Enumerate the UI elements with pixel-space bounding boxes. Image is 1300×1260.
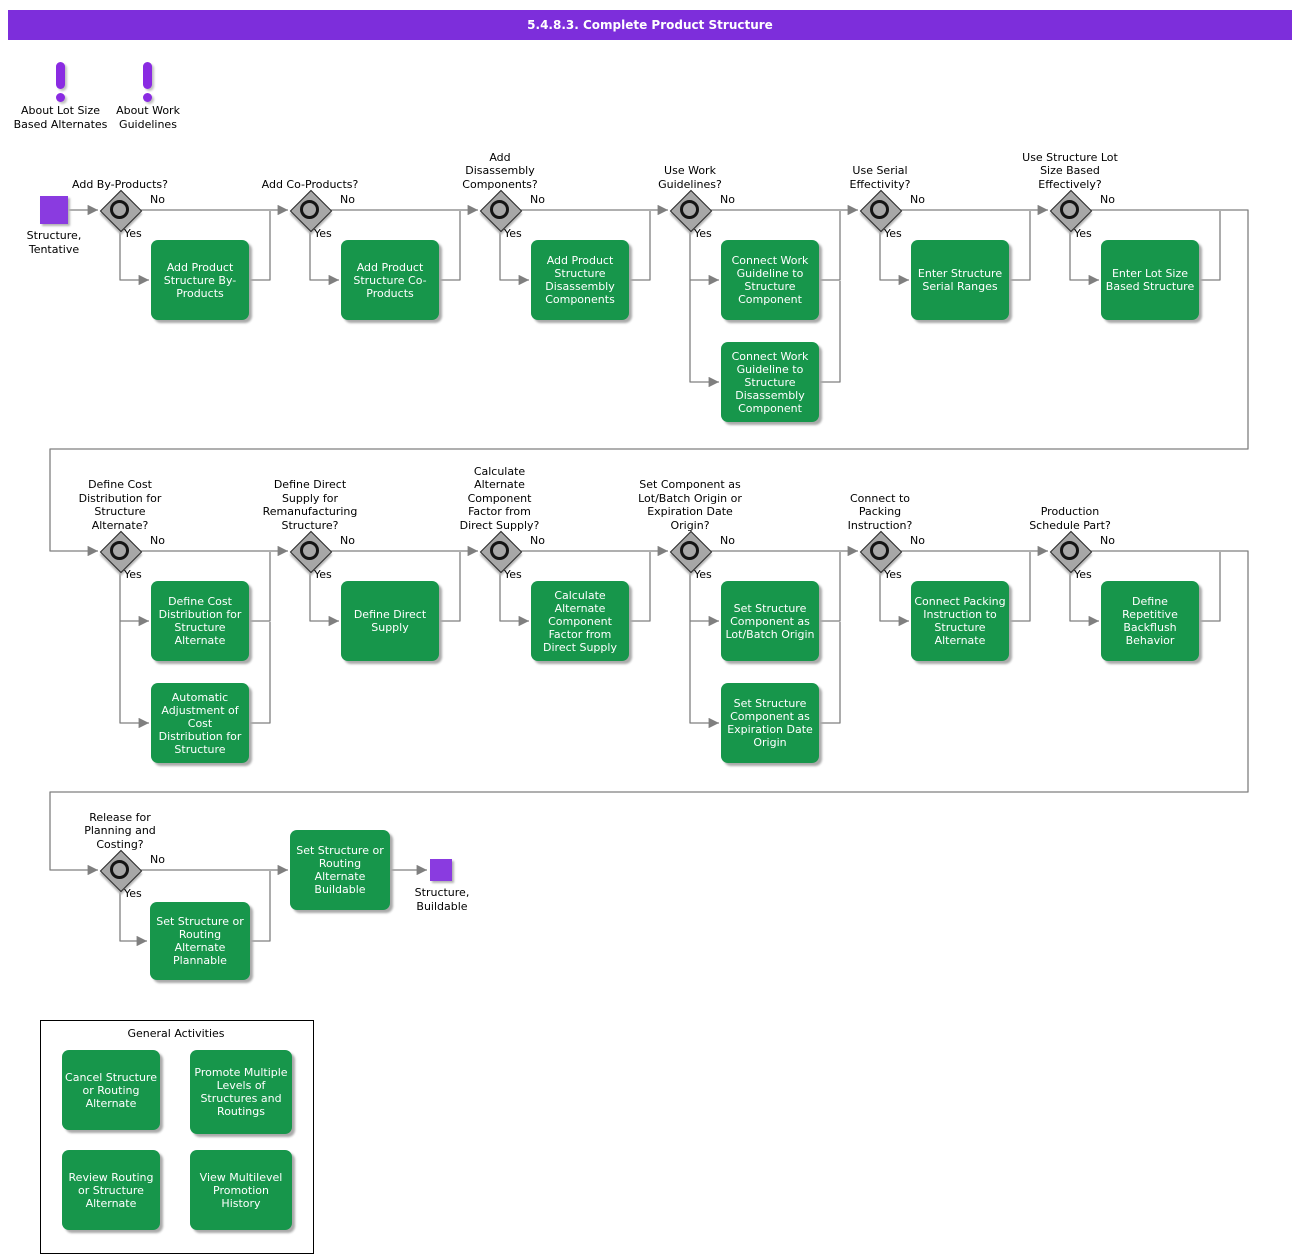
activity-connect-work-guideline-structure-component[interactable]: Connect Work Guideline to Structure Comp… <box>721 240 819 320</box>
branch-no-label: No <box>530 534 545 547</box>
activity-calculate-alternate-component-factor[interactable]: Calculate Alternate Component Factor fro… <box>531 581 629 661</box>
start-node <box>40 196 68 224</box>
activity-review-routing-structure-alternate[interactable]: Review Routing or Structure Alternate <box>62 1150 160 1230</box>
branch-yes-label: Yes <box>694 568 712 581</box>
activity-define-cost-distribution-structure-alternate[interactable]: Define Cost Distribution for Structure A… <box>151 581 249 661</box>
page-title: 5.4.8.3. Complete Product Structure <box>527 18 773 32</box>
decision-merge-icon <box>870 541 889 560</box>
branch-no-label: No <box>150 853 165 866</box>
general-activities-title: General Activities <box>127 1027 225 1040</box>
branch-yes-label: Yes <box>884 568 902 581</box>
branch-no-label: No <box>720 193 735 206</box>
question-define-cost-distribution: Define Cost Distribution for Structure A… <box>78 478 162 532</box>
question-production-schedule-part: Production Schedule Part? <box>1029 505 1111 532</box>
branch-no-label: No <box>150 193 165 206</box>
branch-no-label: No <box>910 193 925 206</box>
branch-no-label: No <box>340 534 355 547</box>
question-add-disassembly-components: Add Disassembly Components? <box>462 150 538 191</box>
branch-no-label: No <box>1100 534 1115 547</box>
branch-yes-label: Yes <box>314 227 332 240</box>
question-use-work-guidelines: Use Work Guidelines? <box>658 164 722 191</box>
activity-define-direct-supply[interactable]: Define Direct Supply <box>341 581 439 661</box>
activity-add-product-structure-by-products[interactable]: Add Product Structure By-Products <box>151 240 249 320</box>
decision-merge-icon <box>300 541 319 560</box>
decision-merge-icon <box>870 200 889 219</box>
start-node-label: Structure, Tentative <box>26 229 82 256</box>
question-use-serial-effectivity: Use Serial Effectivity? <box>849 164 911 191</box>
decision-merge-icon <box>110 200 129 219</box>
activity-connect-packing-instruction-structure-alternate[interactable]: Connect Packing Instruction to Structure… <box>911 581 1009 661</box>
decision-merge-icon <box>680 541 699 560</box>
branch-yes-label: Yes <box>124 887 142 900</box>
question-release-planning-costing: Release for Planning and Costing? <box>84 810 156 851</box>
question-use-structure-lot-size: Use Structure Lot Size Based Effectively… <box>1022 150 1118 191</box>
activity-connect-work-guideline-structure-disassembly-component[interactable]: Connect Work Guideline to Structure Disa… <box>721 342 819 422</box>
decision-merge-icon <box>1060 541 1079 560</box>
note-label-work-guidelines[interactable]: About Work Guidelines <box>116 104 180 131</box>
exclamation-icon[interactable] <box>143 93 152 102</box>
branch-yes-label: Yes <box>124 227 142 240</box>
branch-no-label: No <box>340 193 355 206</box>
decision-merge-icon <box>110 541 129 560</box>
exclamation-icon[interactable] <box>56 93 65 102</box>
title-bar: 5.4.8.3. Complete Product Structure <box>8 10 1292 40</box>
branch-yes-label: Yes <box>124 568 142 581</box>
branch-yes-label: Yes <box>504 568 522 581</box>
exclamation-icon[interactable] <box>143 62 152 89</box>
branch-yes-label: Yes <box>314 568 332 581</box>
activity-add-product-structure-disassembly-components[interactable]: Add Product Structure Disassembly Compon… <box>531 240 629 320</box>
activity-automatic-adjustment-cost-distribution[interactable]: Automatic Adjustment of Cost Distributio… <box>151 683 249 763</box>
decision-merge-icon <box>300 200 319 219</box>
activity-add-product-structure-co-products[interactable]: Add Product Structure Co-Products <box>341 240 439 320</box>
question-define-direct-supply: Define Direct Supply for Remanufacturing… <box>262 478 358 532</box>
activity-promote-multiple-levels[interactable]: Promote Multiple Levels of Structures an… <box>190 1050 292 1134</box>
note-label-lot-size-alternates[interactable]: About Lot Size Based Alternates <box>13 104 108 131</box>
question-add-co-products: Add Co-Products? <box>261 177 359 191</box>
end-node-label: Structure, Buildable <box>414 886 470 913</box>
edges <box>49 204 1249 947</box>
activity-enter-structure-serial-ranges[interactable]: Enter Structure Serial Ranges <box>911 240 1009 320</box>
branch-yes-label: Yes <box>504 227 522 240</box>
branch-no-label: No <box>720 534 735 547</box>
branch-no-label: No <box>530 193 545 206</box>
branch-no-label: No <box>910 534 925 547</box>
activity-set-structure-component-lot-batch-origin[interactable]: Set Structure Component as Lot/Batch Ori… <box>721 581 819 661</box>
branch-yes-label: Yes <box>694 227 712 240</box>
branch-yes-label: Yes <box>1074 227 1092 240</box>
branch-no-label: No <box>1100 193 1115 206</box>
activity-set-structure-component-expiration-date-origin[interactable]: Set Structure Component as Expiration Da… <box>721 683 819 763</box>
activity-define-repetitive-backflush-behavior[interactable]: Define Repetitive Backflush Behavior <box>1101 581 1199 661</box>
question-calculate-alternate-component-factor: Calculate Alternate Component Factor fro… <box>459 464 540 532</box>
decision-merge-icon <box>490 541 509 560</box>
end-node <box>430 859 452 881</box>
branch-yes-label: Yes <box>1074 568 1092 581</box>
question-set-component-origin: Set Component as Lot/Batch Origin or Exp… <box>638 478 742 532</box>
decision-merge-icon <box>110 860 129 879</box>
question-add-by-products: Add By-Products? <box>72 177 168 191</box>
activity-cancel-structure-routing-alternate[interactable]: Cancel Structure or Routing Alternate <box>62 1050 160 1130</box>
activity-enter-lot-size-based-structure[interactable]: Enter Lot Size Based Structure <box>1101 240 1199 320</box>
activity-set-structure-routing-alternate-plannable[interactable]: Set Structure or Routing Alternate Plann… <box>150 902 250 980</box>
activity-view-multilevel-promotion-history[interactable]: View Multilevel Promotion History <box>190 1150 292 1230</box>
branch-yes-label: Yes <box>884 227 902 240</box>
decision-merge-icon <box>680 200 699 219</box>
question-connect-packing-instruction: Connect to Packing Instruction? <box>847 491 913 532</box>
decision-merge-icon <box>1060 200 1079 219</box>
activity-set-structure-routing-alternate-buildable[interactable]: Set Structure or Routing Alternate Build… <box>290 830 390 910</box>
decision-merge-icon <box>490 200 509 219</box>
exclamation-icon[interactable] <box>56 62 65 89</box>
branch-no-label: No <box>150 534 165 547</box>
